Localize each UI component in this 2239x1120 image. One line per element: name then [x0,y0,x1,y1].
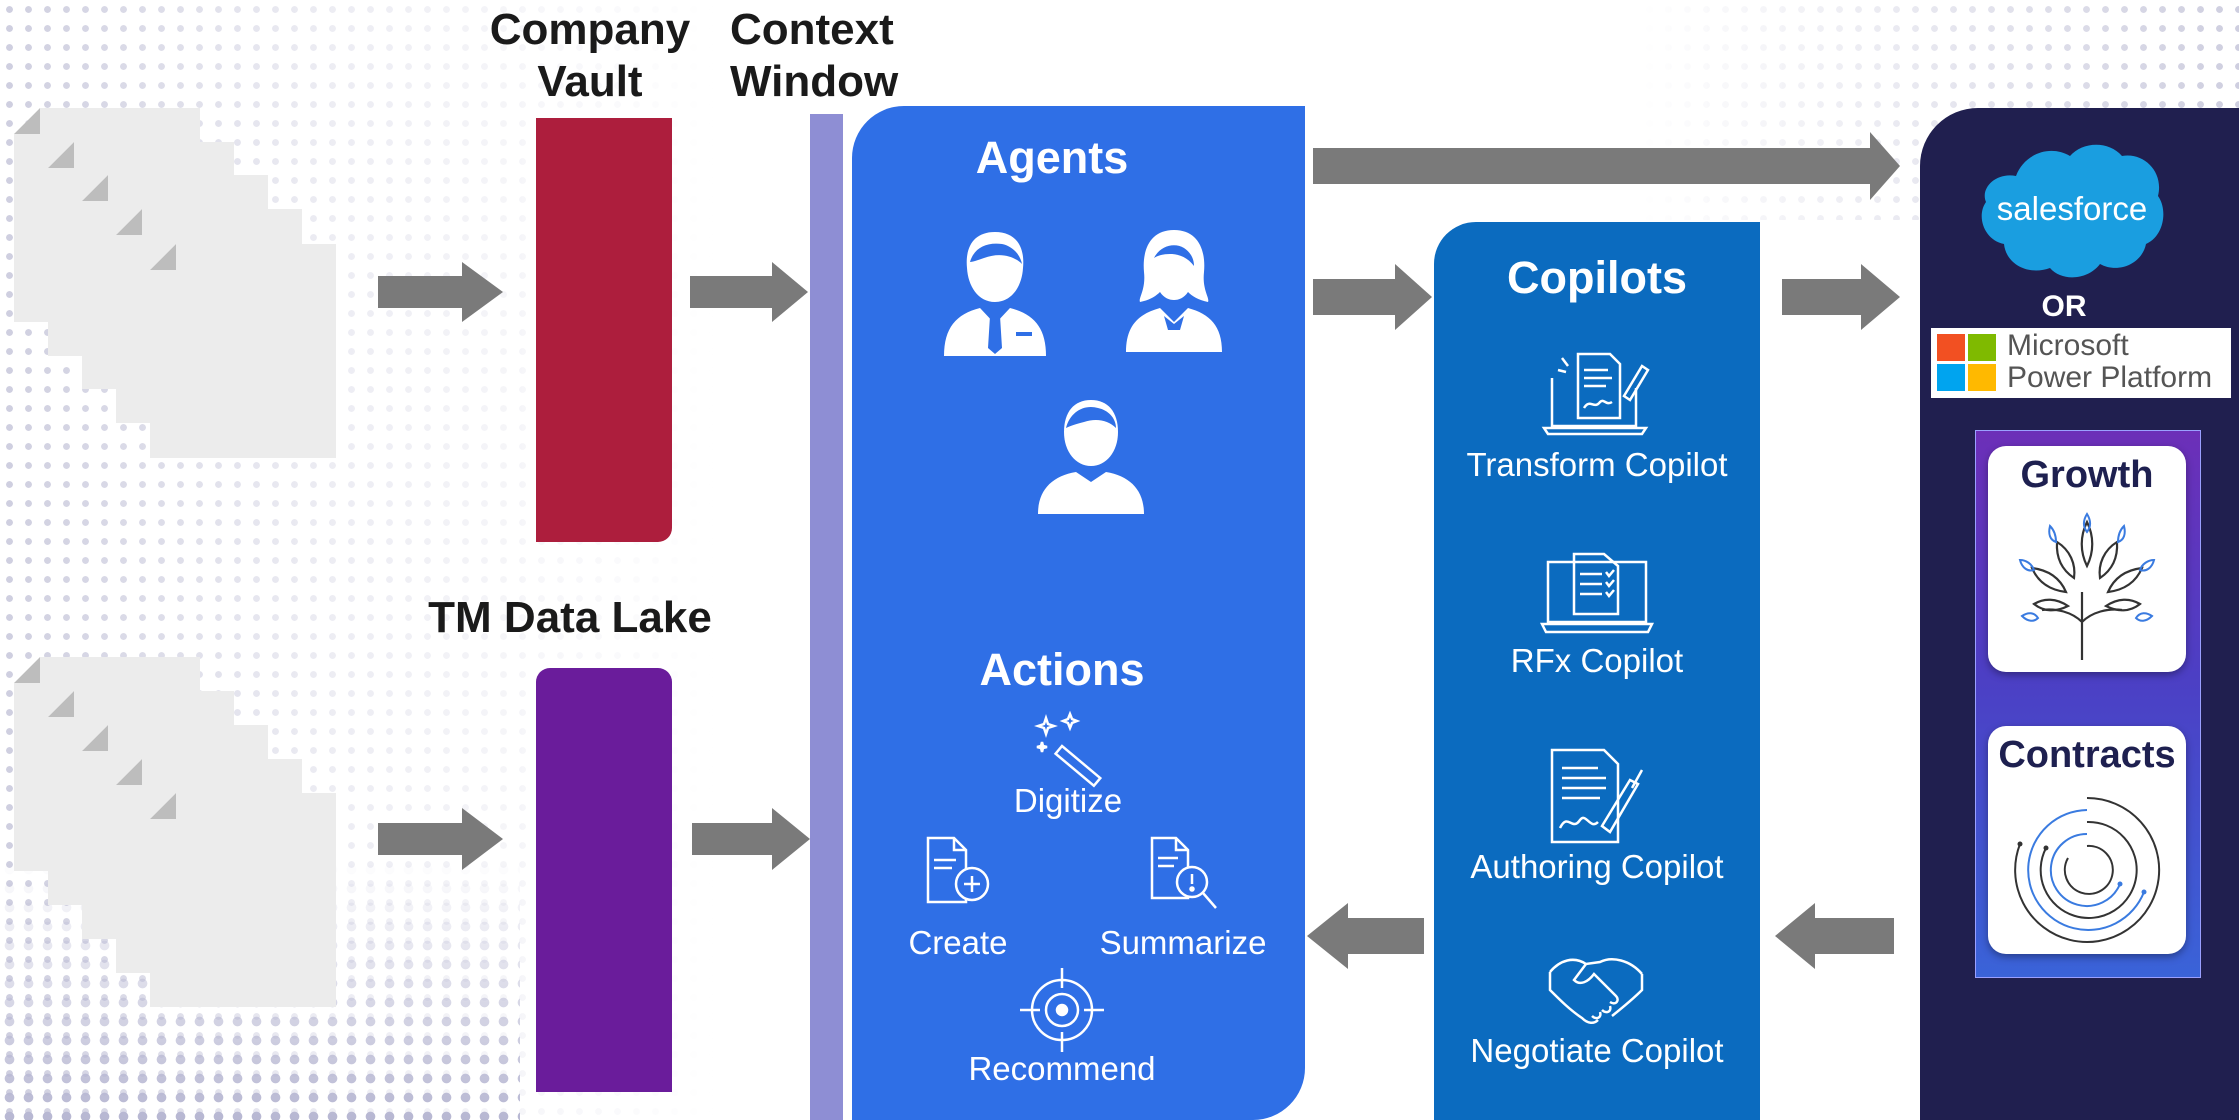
context-window-bar [810,114,843,1120]
contracts-card[interactable]: Contracts [1988,726,2186,954]
copilot-transform-label: Transform Copilot [1466,446,1728,483]
company-vault-label: Company Vault [489,5,691,106]
copilot-negotiate-label: Negotiate Copilot [1470,1032,1724,1069]
document-icon [150,793,336,1007]
arrow-right-icon [690,262,808,322]
document-icon [150,244,336,458]
document-signature-icon [1550,748,1644,844]
copilots-title: Copilots [1507,252,1687,303]
copilots-panel [1434,222,1760,1120]
microsoft-label: Microsoft [2007,329,2129,362]
power-platform-label: Power Platform [2007,361,2213,394]
tm-data-lake-bar [536,668,672,1092]
businesswoman-icon [1126,230,1222,352]
arrow-right-icon [1782,264,1900,330]
businessman-icon [944,232,1046,356]
handshake-icon [1548,958,1644,1024]
actions-title: Actions [979,644,1145,695]
copilot-authoring-label: Authoring Copilot [1470,848,1724,885]
laptop-signature-icon [1541,352,1650,436]
arrow-left-icon [1775,903,1894,969]
arrow-right-icon [1313,264,1432,330]
action-summarize-label: Summarize [1099,924,1267,961]
arrow-right-icon [378,262,503,322]
growth-tree-icon [2018,512,2156,660]
contracts-circle-icon [2014,797,2161,943]
contracts-title: Contracts [1998,734,2176,776]
or-label: OR [2041,290,2087,323]
action-create-label: Create [908,924,1008,961]
context-window-label: Context Window [730,5,899,106]
arrow-right-icon [1313,132,1900,200]
action-recommend-label: Recommend [968,1050,1156,1087]
arrow-right-icon [378,808,503,870]
microsoft-logo-icon [1937,334,1996,391]
magic-wand-icon [1034,710,1103,788]
user-icon [1038,400,1144,514]
growth-card[interactable]: Growth [1988,446,2186,672]
laptop-checklist-icon [1539,552,1655,634]
action-digitize-label: Digitize [1013,782,1123,819]
agents-panel [852,106,1305,1120]
microsoft-power-platform-badge: Microsoft Power Platform [1931,328,2231,398]
salesforce-text: salesforce [1997,190,2147,227]
document-add-icon [926,836,990,904]
target-icon [1020,968,1104,1052]
document-search-icon [1150,836,1217,909]
arrow-left-icon [1307,903,1424,969]
copilot-rfx-label: RFx Copilot [1510,642,1684,679]
salesforce-cloud-icon: salesforce [1981,144,2164,278]
company-vault-bar [536,118,672,542]
tm-data-lake-label: TM Data Lake [428,593,712,642]
agents-title: Agents [975,132,1129,183]
growth-title: Growth [2020,454,2154,496]
arrow-right-icon [692,808,810,870]
